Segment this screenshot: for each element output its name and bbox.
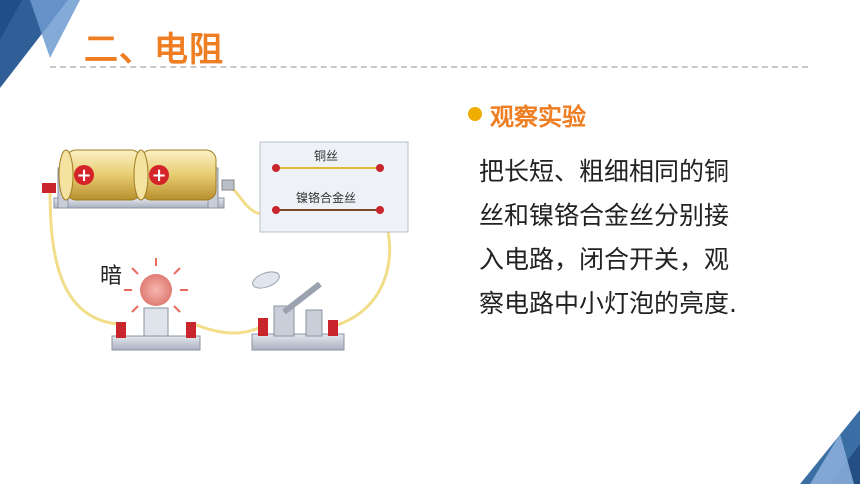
corner-decoration-bottom-right bbox=[800, 410, 860, 484]
battery-positive-symbol: + bbox=[151, 165, 166, 186]
nichrome-wire-label: 镍铬合金丝 bbox=[296, 190, 356, 205]
circuit-diagram: + + 铜丝 镍铬合金丝 bbox=[42, 141, 409, 351]
slide-title: 二、电阻 bbox=[84, 30, 224, 70]
knife-switch bbox=[251, 271, 345, 351]
experiment-description: 把长短、粗细相同的铜 丝和镍铬合金丝分别接 入电路，闭合开关，观 察电路中小灯泡… bbox=[479, 150, 799, 326]
copper-wire-label: 铜丝 bbox=[314, 148, 338, 163]
description-line: 入电路，闭合开关，观 bbox=[479, 245, 730, 274]
description-line: 察电路中小灯泡的亮度. bbox=[479, 289, 737, 318]
section-heading: 观察实验 bbox=[490, 103, 586, 131]
description-line: 把长短、粗细相同的铜 bbox=[479, 157, 730, 186]
lamp-brightness-label: 暗 bbox=[100, 264, 123, 289]
light-bulb bbox=[111, 258, 201, 351]
battery-pack: + + bbox=[42, 149, 235, 209]
description-line: 丝和镍铬合金丝分别接 bbox=[479, 201, 730, 230]
corner-decoration-top-left bbox=[0, 0, 80, 88]
battery-positive-symbol: + bbox=[76, 165, 91, 186]
bullet-dot-icon bbox=[468, 107, 482, 121]
title-divider bbox=[50, 66, 808, 68]
wire-sample-board: 铜丝 镍铬合金丝 bbox=[259, 141, 409, 233]
